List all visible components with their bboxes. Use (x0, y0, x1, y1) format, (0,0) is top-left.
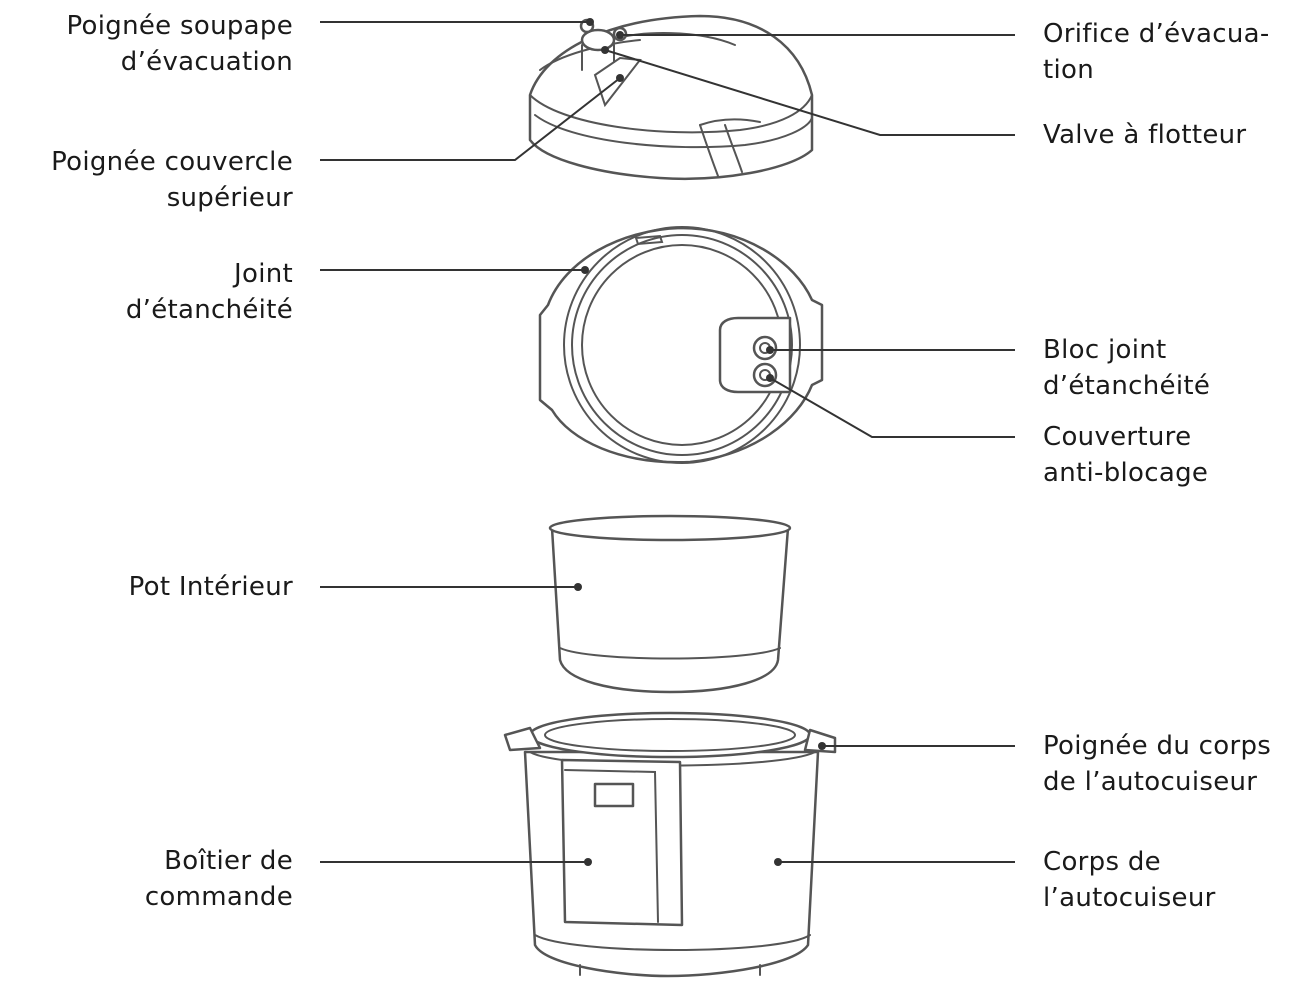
dot-vent (616, 31, 624, 39)
label-line: Poignée soupape (66, 11, 293, 41)
label-inner-pot: Pot Intérieur (129, 569, 293, 605)
label-line: Poignée couvercle (51, 147, 293, 177)
label-seal: Joint d’étanchéité (126, 256, 293, 328)
label-anti-block: Couverture anti-blocage (1043, 419, 1208, 491)
label-line: Pot Intérieur (128, 572, 293, 602)
label-vent: Orifice d’évacua- tion (1043, 16, 1270, 88)
label-line: Boîtier de (164, 846, 293, 876)
label-line: Couverture (1043, 422, 1192, 452)
lid-underside-drawing (538, 226, 824, 464)
inner-pot-drawing (548, 514, 792, 694)
dot-seal (581, 266, 589, 274)
label-line: Orifice d’évacua- (1043, 19, 1270, 49)
label-line: d’étanchéité (1043, 371, 1211, 401)
label-line: Corps de (1043, 847, 1161, 877)
dot-body-handle (818, 742, 826, 750)
leader-float-valve (604, 49, 1015, 136)
label-line: l’autocuiseur (1043, 883, 1216, 913)
lid-top-drawing (528, 14, 814, 180)
label-line: Poignée du corps (1043, 731, 1272, 761)
label-control-box: Boîtier de commande (145, 843, 293, 915)
label-line: de l’autocuiseur (1043, 767, 1258, 797)
leader-lid-handle (320, 77, 621, 161)
label-seal-block: Bloc joint d’étanchéité (1043, 332, 1210, 404)
dot-cooker-body (774, 858, 782, 866)
label-cooker-body: Corps de l’autocuiseur (1043, 844, 1216, 916)
label-line: anti-blocage (1043, 458, 1209, 488)
dot-float-valve (601, 46, 609, 54)
label-lid-handle: Poignée couvercle supérieur (51, 144, 293, 216)
label-line: tion (1043, 55, 1095, 85)
label-line: supérieur (166, 183, 293, 213)
dot-inner-pot (574, 583, 582, 591)
label-line: d’évacuation (120, 47, 293, 77)
label-line: commande (144, 882, 293, 912)
dot-seal-block (766, 346, 774, 354)
leader-anti-block (769, 377, 1015, 438)
dot-control-box (584, 858, 592, 866)
dot-release-handle (586, 18, 594, 26)
label-line: d’étanchéité (125, 295, 293, 325)
cooker-body-drawing (503, 711, 837, 978)
label-body-handle: Poignée du corps de l’autocuiseur (1043, 728, 1271, 800)
dot-lid-handle (616, 74, 624, 82)
leader-lines (320, 18, 1015, 866)
label-line: Bloc joint (1043, 335, 1167, 365)
label-line: Valve à flotteur (1043, 120, 1247, 150)
label-line: Joint (234, 259, 293, 289)
dot-anti-block (766, 374, 774, 382)
label-float-valve: Valve à flotteur (1043, 117, 1246, 153)
label-release-handle: Poignée soupape d’évacuation (67, 8, 294, 80)
